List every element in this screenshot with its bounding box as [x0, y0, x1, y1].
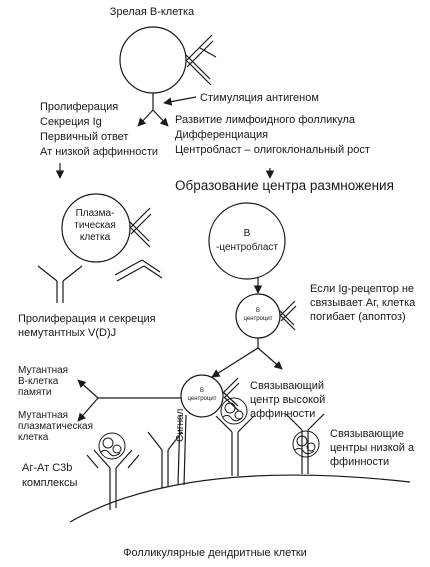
high-affinity-label-3: аффинности — [250, 408, 316, 420]
mutant-memory-label-1: Мутантная — [18, 365, 69, 376]
low-affinity-label-2: центры низкой а — [330, 442, 415, 454]
low-affinity-label-1: Связывающие — [330, 428, 404, 440]
fdc-label: Фолликулярные дендритные клетки — [123, 547, 307, 559]
proliferation-secretion-label-1: Пролиферация и секреция — [18, 313, 156, 325]
apoptosis-label-3: погибает (апоптоз) — [310, 311, 406, 323]
centrocyte-2-label-2: центроцит — [187, 396, 217, 402]
centrocyte-1-label-1: B — [255, 308, 260, 314]
fc-receptor-icon — [147, 431, 183, 488]
mutant-plasma-label-1: Мутантная — [18, 410, 69, 421]
immune-complex-icon — [98, 432, 126, 460]
centroblast-circle — [208, 202, 286, 280]
fc-receptor-icon — [215, 415, 255, 476]
mature-b-cell-label: Зрелая В-клетка — [109, 6, 195, 18]
right-list-item-2: Дифференциация — [175, 129, 269, 141]
antigen-stimulation-label: Стимуляция антигеном — [200, 92, 319, 104]
fc-receptor-icon — [285, 413, 325, 474]
mature-b-cell-circle — [119, 26, 187, 94]
mature-b-cell-receptor-icon — [185, 34, 217, 86]
high-affinity-label-1: Связывающий — [250, 380, 324, 392]
fdc-membrane — [69, 474, 411, 523]
left-list-item-4: Ат низкой аффинности — [40, 146, 159, 158]
immune-complex-icon — [220, 397, 248, 425]
centrocyte-2-receptor-icon — [222, 377, 240, 412]
plasma-cell-label-2: тическая — [74, 220, 116, 231]
apoptosis-label-2: связывает Аг, клетка — [310, 297, 416, 309]
right-list-item-3: Центробласт – олигоклональный рост — [175, 144, 370, 156]
immune-complex-icon — [292, 430, 320, 458]
germinal-center-title: Образование центра размножения — [175, 178, 394, 193]
plasma-cell-label-3: клетка — [79, 232, 111, 243]
centrocyte-1-label-2: центроцит — [243, 316, 273, 322]
antibody-icon — [114, 259, 163, 282]
centrocyte-2-circle — [180, 374, 224, 418]
antibody-icon — [129, 207, 152, 248]
fc-receptor-icon — [86, 449, 140, 510]
mutant-memory-label-3: памяти — [18, 387, 52, 398]
centroblast-label-2: -центробласт — [216, 242, 278, 253]
mutant-plasma-label-3: клетка — [18, 432, 49, 443]
centrocyte-2-label-1: B — [199, 388, 204, 394]
immune-complexes-label-2: комплексы — [22, 477, 78, 489]
mutant-memory-label-2: В-клетка — [18, 376, 59, 387]
signal-label: Сигнал — [175, 408, 186, 442]
high-affinity-label-2: центр высокой — [250, 394, 326, 406]
antibody-icon — [37, 265, 83, 303]
centrocyte-1-receptor-icon — [279, 300, 297, 331]
low-affinity-label-3: ффинности — [330, 456, 390, 468]
proliferation-secretion-label-2: немутантных V(D)J — [18, 327, 117, 339]
right-list-item-1: Развитие лимфоидного фолликула — [175, 114, 355, 126]
apoptosis-label-1: Если Ig-рецептор не — [310, 283, 415, 295]
immune-complexes-label-1: Аг-Ат С3b — [22, 462, 73, 474]
plasma-cell-label-1: Плазма- — [75, 208, 115, 219]
left-list-item-2: Секреция Ig — [40, 116, 102, 128]
centroblast-label-1: B — [243, 228, 251, 239]
left-list-item-3: Первичный ответ — [40, 131, 129, 143]
mutant-plasma-label-2: плазматическая — [18, 421, 94, 432]
left-list-item-1: Пролиферация — [40, 101, 119, 113]
